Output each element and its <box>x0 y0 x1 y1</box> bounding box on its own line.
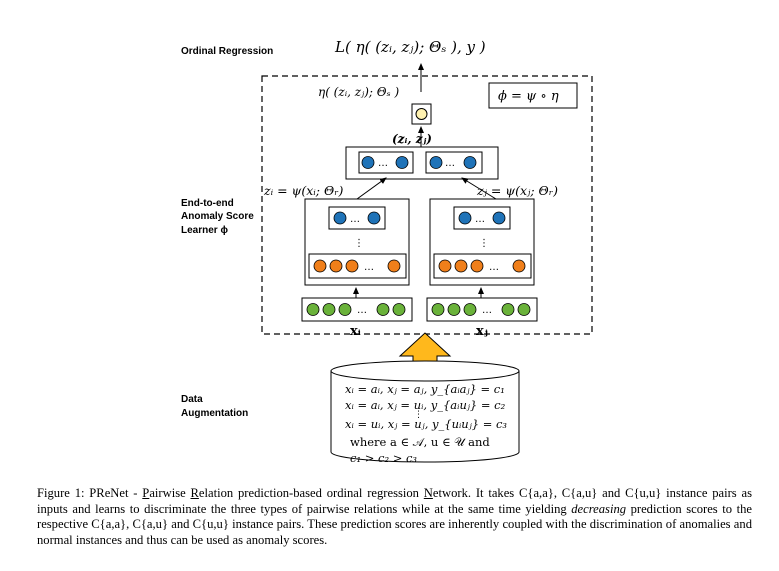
left-hidden-node <box>329 259 343 273</box>
end-to-end-label-line2: Anomaly Score <box>181 211 254 222</box>
right-vdots: ⋮ <box>479 238 489 249</box>
left-top-node <box>333 211 347 225</box>
eta-formula: η( (zᵢ, zⱼ); Θₛ ) <box>318 85 399 99</box>
caption-part: elation prediction-based ordinal regress… <box>198 486 424 500</box>
left-hidden-node <box>313 259 327 273</box>
arrow-left-to-pair <box>356 177 387 200</box>
caption-underline-p: P <box>142 486 150 500</box>
figure-caption: Figure 1: PReNet - Pairwise Relation pre… <box>37 486 752 548</box>
zj-formula: zⱼ = ψ(xⱼ; Θᵣ) <box>476 183 558 198</box>
model-dashed-box <box>261 75 593 335</box>
left-vdots: ⋮ <box>354 238 364 249</box>
augmentation-vdots: ⋮ <box>414 410 423 420</box>
caption-underline-r: R <box>190 486 199 500</box>
right-hidden-node <box>512 259 526 273</box>
augmentation-line-5: c₁ > c₂ > c₃ <box>350 451 417 465</box>
arrow-right-to-pair <box>461 177 497 200</box>
left-input-node <box>322 303 336 316</box>
right-input-node <box>501 303 515 316</box>
xi-label: xᵢ <box>350 324 361 339</box>
data-augmentation-label-line1: Data <box>181 394 203 405</box>
output-node <box>415 108 428 120</box>
pair-left-node <box>361 156 375 169</box>
data-augmentation-label-line2: Augmentation <box>181 408 248 419</box>
right-hidden-node <box>470 259 484 273</box>
left-input-node <box>392 303 406 316</box>
augmentation-line-2: xᵢ = aᵢ, xⱼ = uᵢ, y_{aᵢuⱼ} = c₂ <box>345 398 506 412</box>
end-to-end-label-line1: End-to-end <box>181 198 234 209</box>
left-input-node <box>306 303 320 316</box>
left-hidden-node <box>387 259 401 273</box>
pair-label: (zᵢ, zⱼ) <box>392 132 432 146</box>
left-hidden-node <box>345 259 359 273</box>
ordinal-regression-label: Ordinal Regression <box>181 46 273 57</box>
left-top-dots: … <box>350 214 360 225</box>
pair-right-dots: … <box>445 158 455 169</box>
data-cylinder-body <box>330 371 520 463</box>
pair-left-dots: … <box>378 158 388 169</box>
left-input-node <box>376 303 390 316</box>
phi-definition-box <box>488 82 578 109</box>
right-input-node <box>431 303 445 316</box>
right-top-dots: … <box>475 214 485 225</box>
caption-part: prediction scores to the respective C{a,… <box>37 501 752 547</box>
caption-part: airwise <box>149 486 191 500</box>
data-cylinder-top <box>330 360 520 382</box>
zi-formula: zᵢ = ψ(xᵢ; Θᵣ) <box>263 183 344 198</box>
prenet-diagram: Ordinal Regression End-to-end Anomaly Sc… <box>181 38 593 465</box>
left-top-node <box>367 211 381 225</box>
right-input-node <box>463 303 477 316</box>
xj-label: xⱼ <box>476 324 488 339</box>
right-hidden-dots: … <box>489 262 499 273</box>
caption-underline-n: N <box>423 486 433 500</box>
caption-emphasis: decreasing <box>571 501 627 516</box>
left-hidden-dots: … <box>364 262 374 273</box>
caption-part: Figure 1: PReNet - <box>37 486 143 500</box>
pair-left-node <box>395 156 409 169</box>
phi-definition: ϕ = ψ ∘ η <box>498 89 559 104</box>
loss-formula: L( η( (zᵢ, zⱼ); Θₛ ), y ) <box>334 38 486 56</box>
augmentation-line-3: xᵢ = uᵢ, xⱼ = uⱼ, y_{uᵢuⱼ} = c₃ <box>345 417 507 431</box>
augmentation-line-4: where a ∈ 𝒜, u ∈ 𝒰 and <box>350 435 490 449</box>
augmentation-line-1: xᵢ = aᵢ, xⱼ = aⱼ, y_{aᵢaⱼ} = c₁ <box>345 382 505 396</box>
pair-right-node <box>429 156 443 169</box>
left-input-node <box>338 303 352 316</box>
right-hidden-node <box>438 259 452 273</box>
right-top-node <box>492 211 506 225</box>
caption-part: etwork. It takes C{a,a}, C{a,u} and C{u,… <box>37 486 752 516</box>
pair-right-node <box>463 156 477 169</box>
right-input-dots: … <box>482 305 492 316</box>
right-input-node <box>447 303 461 316</box>
right-input-node <box>517 303 531 316</box>
left-input-dots: … <box>357 305 367 316</box>
end-to-end-label-line3: Learner ϕ <box>181 225 228 236</box>
right-top-node <box>458 211 472 225</box>
right-hidden-node <box>454 259 468 273</box>
